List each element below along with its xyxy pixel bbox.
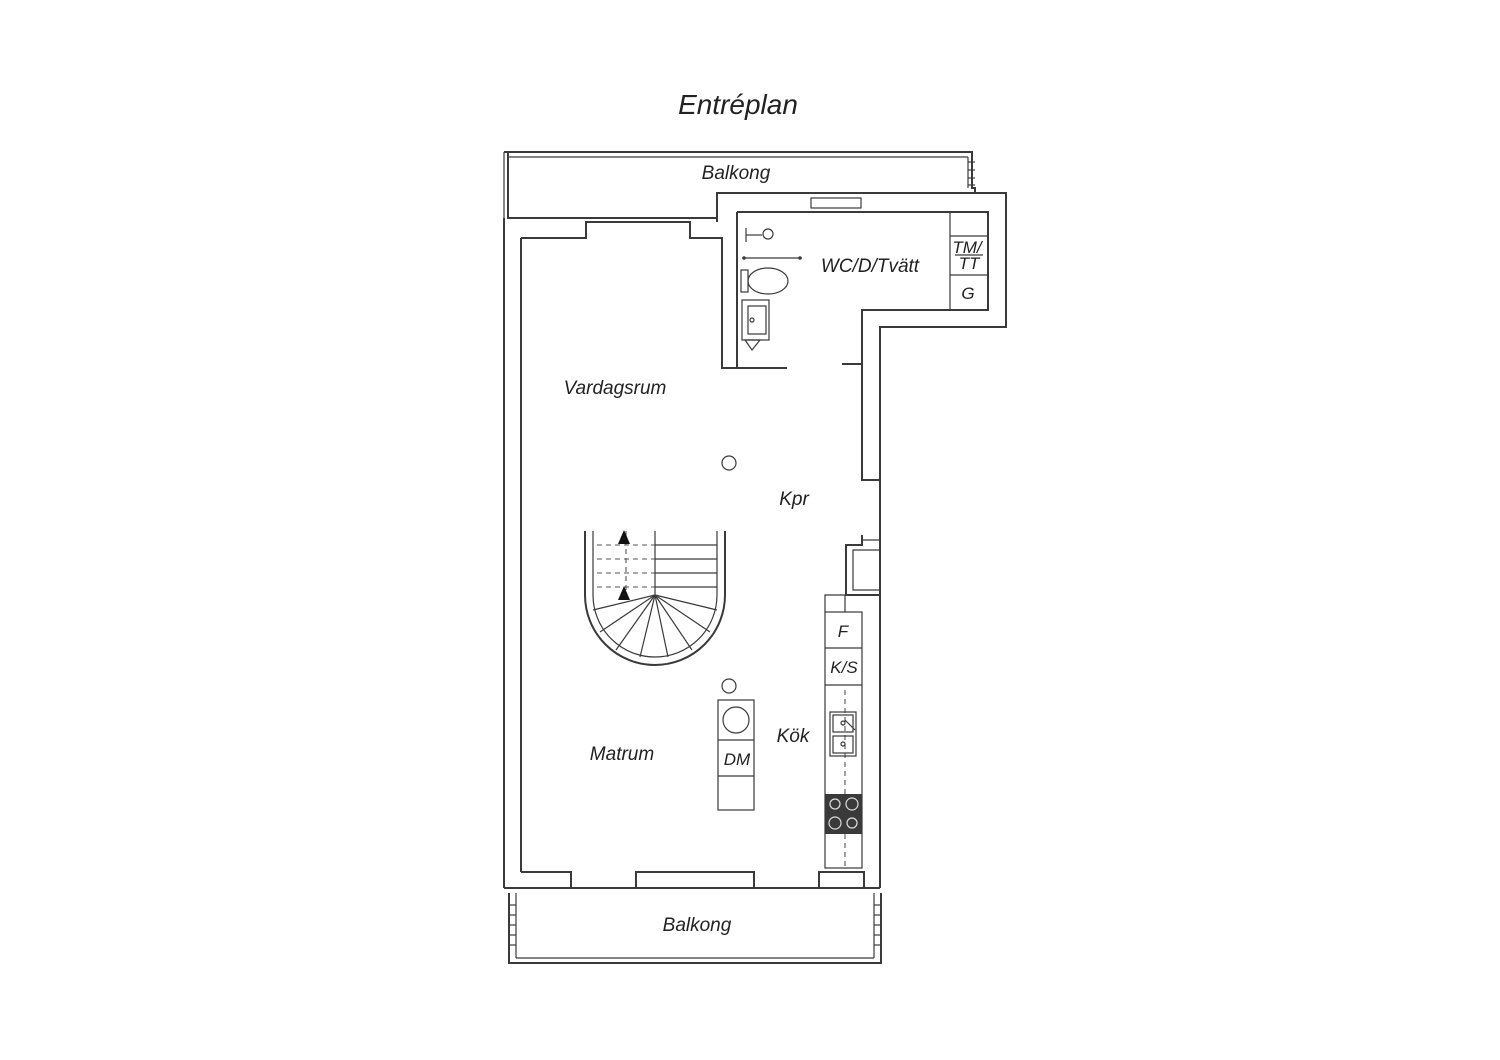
shower-icon xyxy=(742,228,802,260)
fixture-f-label: F xyxy=(838,622,850,641)
fixture-tt-label: TT xyxy=(959,254,981,273)
stove-icon xyxy=(825,794,862,834)
balcony-bottom: Balkong xyxy=(508,893,882,964)
drain-icon xyxy=(743,339,762,352)
kitchen-sink-icon xyxy=(829,711,857,757)
kitchen-island: DM xyxy=(717,699,755,811)
laundry-cabinet xyxy=(949,211,989,311)
wc-fixtures: TM/ TT G WC/D/Tvätt xyxy=(740,211,989,352)
column-icon xyxy=(721,678,737,694)
room-label-hall: Kpr xyxy=(779,489,809,510)
balcony-bottom-label: Balkong xyxy=(663,915,732,936)
room-label-living: Vardagsrum xyxy=(564,378,667,399)
kitchen-counter: F K/S xyxy=(824,594,863,869)
fixture-dm-label: DM xyxy=(724,750,751,769)
toilet-icon xyxy=(740,267,789,295)
balcony-top-railing xyxy=(968,161,975,186)
fixture-ks-label: K/S xyxy=(830,658,858,677)
stair-arrow-icon xyxy=(618,530,630,544)
staircase xyxy=(584,530,726,666)
fixture-tm-label: TM/ xyxy=(952,238,984,257)
balcony-top-label: Balkong xyxy=(702,163,771,184)
fixture-g-label: G xyxy=(961,284,974,303)
column-icon xyxy=(721,455,737,471)
balcony-top: Balkong xyxy=(503,151,976,219)
outer-walls xyxy=(503,192,1007,889)
stair-arrow-icon xyxy=(618,586,630,600)
room-label-wc: WC/D/Tvätt xyxy=(821,256,920,277)
room-label-kitchen: Kök xyxy=(777,726,811,747)
plan-title: Entréplan xyxy=(678,89,798,120)
sink-icon xyxy=(741,299,770,341)
balcony-bottom-railing xyxy=(509,904,881,946)
room-label-dining: Matrum xyxy=(590,744,654,765)
